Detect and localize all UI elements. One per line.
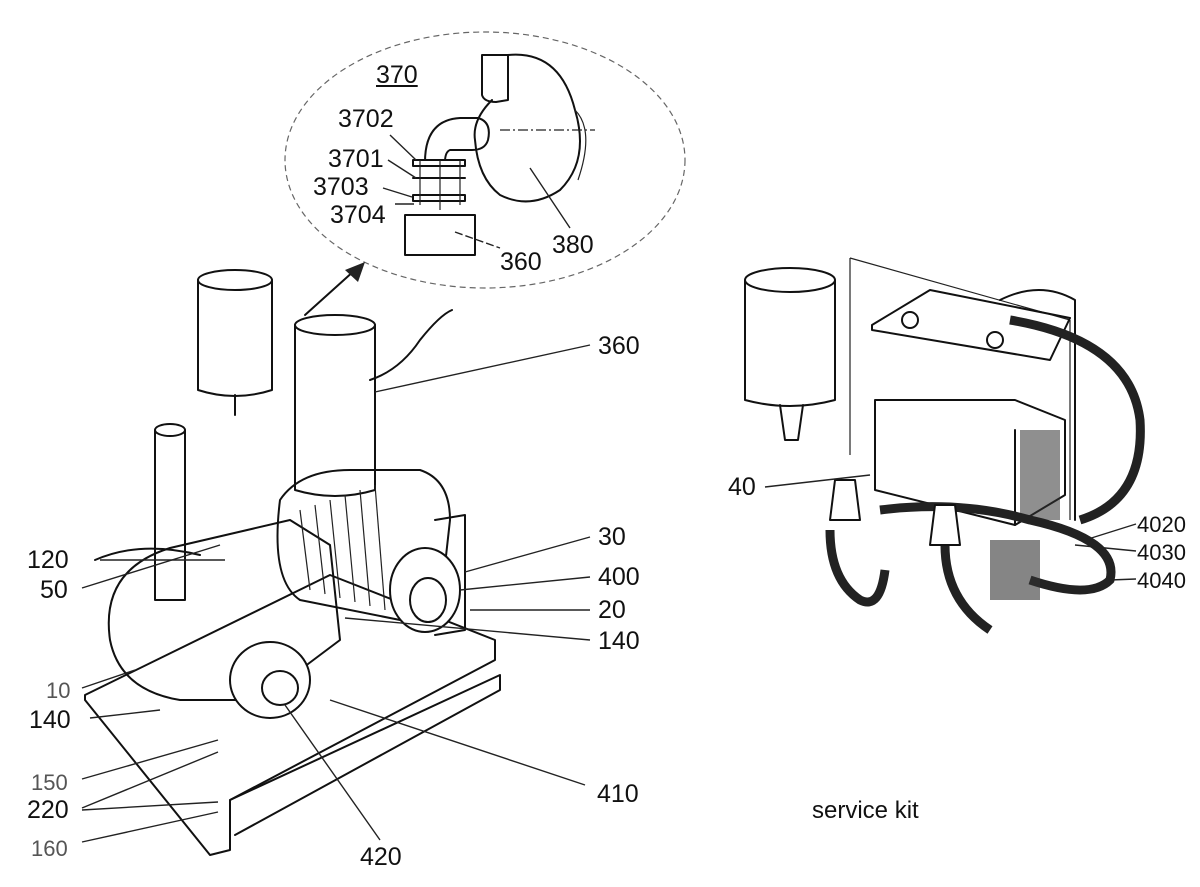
label-3701: 3701 xyxy=(328,145,384,173)
detail-ellipse xyxy=(284,31,686,289)
label-410: 410 xyxy=(597,780,639,808)
label-360-detail: 360 xyxy=(500,248,542,276)
label-420: 420 xyxy=(360,843,402,871)
label-140-right: 140 xyxy=(598,627,640,655)
label-3704: 3704 xyxy=(330,201,386,229)
pump-pulley-420 xyxy=(229,641,311,719)
filter-box-40 xyxy=(874,399,1066,526)
label-380: 380 xyxy=(552,231,594,259)
elbow-pipe xyxy=(424,117,490,163)
label-400: 400 xyxy=(598,563,640,591)
service-kit-caption: service kit xyxy=(812,797,919,824)
label-120: 120 xyxy=(27,546,69,574)
label-50: 50 xyxy=(40,576,68,604)
label-4020: 4020 xyxy=(1137,512,1186,537)
label-40: 40 xyxy=(728,473,756,501)
inlet-pipe xyxy=(154,429,186,601)
label-160: 160 xyxy=(31,836,68,861)
label-360: 360 xyxy=(598,332,640,360)
label-140-left: 140 xyxy=(29,706,71,734)
cover-plate xyxy=(871,289,1071,361)
label-4040: 4040 xyxy=(1137,568,1186,593)
label-220: 220 xyxy=(27,796,69,824)
detail-title-370: 370 xyxy=(376,61,418,89)
motor-pulley-400 xyxy=(389,547,461,633)
detail-callout-370 xyxy=(284,31,686,316)
main-pump-assembly xyxy=(81,269,591,856)
label-3703: 3703 xyxy=(313,173,369,201)
label-150: 150 xyxy=(31,770,68,795)
silencer-bowl-380 xyxy=(473,53,581,203)
label-3702: 3702 xyxy=(338,105,394,133)
elbow-top xyxy=(481,54,509,103)
label-4030: 4030 xyxy=(1137,540,1186,565)
pipe-stub-360 xyxy=(404,214,476,256)
label-10: 10 xyxy=(46,678,71,703)
label-20: 20 xyxy=(598,596,626,624)
oil-filter-left xyxy=(197,272,273,397)
service-kit-drawing xyxy=(744,257,1145,634)
label-30: 30 xyxy=(598,523,626,551)
